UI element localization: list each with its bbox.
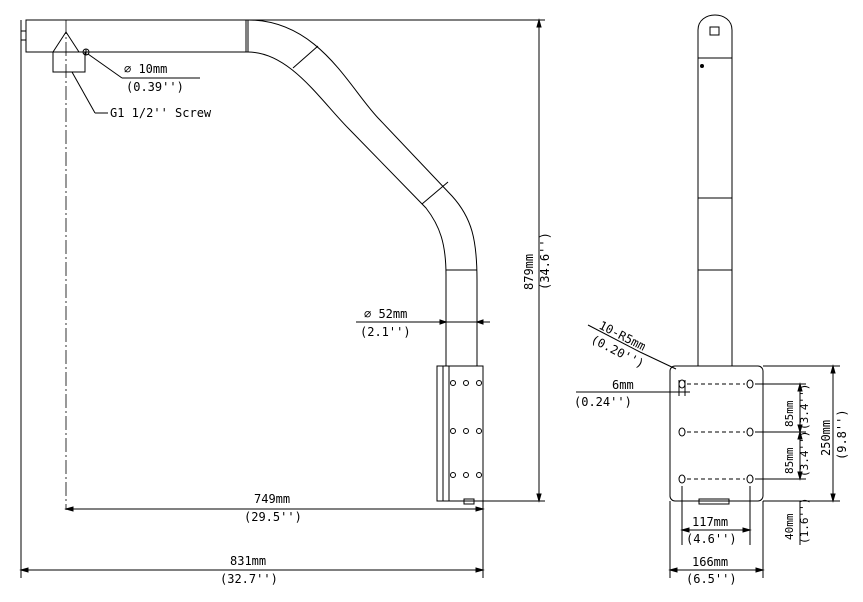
plate-height-inch: (9.8'') — [835, 409, 849, 460]
plate-bottom-tab — [698, 498, 730, 505]
spacing-lower-inch: (3.4'') — [798, 431, 811, 477]
hole-span-inch: (4.6'') — [686, 532, 737, 546]
hole-dia-inch: (0.39'') — [126, 80, 184, 94]
bolt — [463, 380, 469, 386]
pipe-dia-inch: (2.1'') — [360, 325, 411, 339]
arm-end-cap — [20, 30, 27, 41]
slot — [678, 427, 686, 437]
pole-outline — [697, 14, 733, 367]
spacing-upper-inch: (3.4'') — [798, 384, 811, 430]
slot-width-inch: (0.24'') — [574, 395, 632, 409]
overall-value: 831mm — [230, 554, 266, 568]
plate-width-inch: (6.5'') — [686, 572, 737, 586]
height-inch: (34.6'') — [538, 232, 552, 290]
spacing-upper-value: 85mm — [783, 400, 796, 427]
spacing-lower-value: 85mm — [783, 447, 796, 474]
reach-inch: (29.5'') — [244, 510, 302, 524]
bolt — [450, 472, 456, 478]
pole-top-square — [709, 26, 720, 36]
tube-joint-2 — [421, 181, 449, 205]
reach-value: 749mm — [254, 492, 290, 506]
slot-width-value: 6mm — [612, 378, 634, 392]
front-view — [576, 14, 840, 578]
front-plate — [669, 365, 764, 502]
slot — [746, 427, 754, 437]
slot — [746, 379, 754, 389]
bolt — [463, 472, 469, 478]
hole-span-value: 117mm — [692, 515, 728, 529]
side-view — [19, 18, 545, 578]
overall-inch: (32.7'') — [220, 572, 278, 586]
pipe-dia-value: ∅ 52mm — [364, 307, 407, 321]
bolt — [450, 428, 456, 434]
bottom-offset-inch: (1.6'') — [798, 498, 811, 544]
slot — [678, 474, 686, 484]
mount-plate — [436, 365, 484, 502]
screw-housing — [52, 51, 86, 73]
hole-dia-value: ∅ 10mm — [124, 62, 167, 76]
bolt — [476, 380, 482, 386]
side-view-labels: ∅ 10mm (0.39'') G1 1/2'' Screw ∅ 52mm (2… — [110, 62, 552, 586]
bolt — [463, 428, 469, 434]
bolt — [476, 472, 482, 478]
screw-label: G1 1/2'' Screw — [110, 106, 212, 120]
tube-inner-edge — [247, 51, 447, 366]
plate-width-value: 166mm — [692, 555, 728, 569]
bolt — [476, 428, 482, 434]
height-value: 879mm — [522, 254, 536, 290]
tube-outer-edge — [247, 19, 478, 366]
slot — [678, 379, 686, 389]
mount-bottom-tab — [463, 498, 475, 505]
bolts — [450, 380, 482, 478]
plate-height-value: 250mm — [819, 420, 833, 456]
slot — [746, 474, 754, 484]
bolt — [450, 380, 456, 386]
bottom-offset-value: 40mm — [783, 513, 796, 540]
front-view-labels: 10-R5mm (0.20'') 6mm (0.24'') 85mm (3.4'… — [574, 318, 849, 586]
tube-joint-1 — [292, 45, 319, 69]
top-arm — [25, 19, 249, 53]
